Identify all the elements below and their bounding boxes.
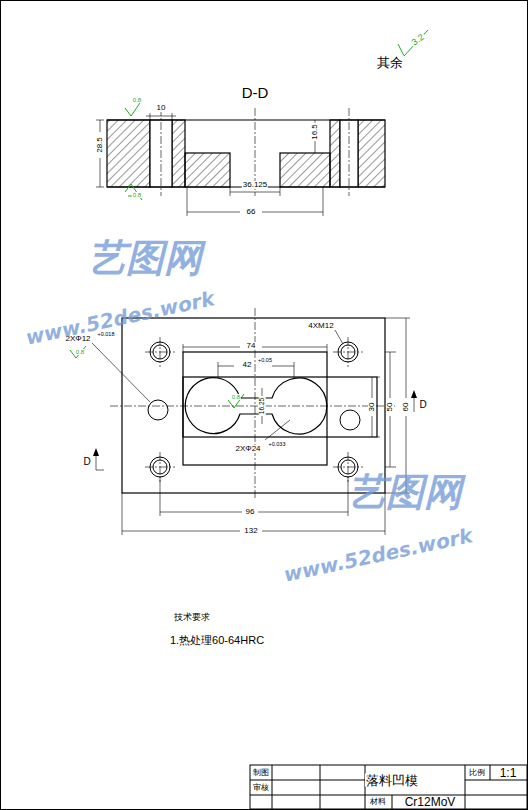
dimension: 36.125 [242,181,268,189]
roughness-value: 0.8 [132,192,142,198]
table-cell: 比例 [468,769,486,777]
dimension: 16.5 [311,123,319,141]
table-cell: 1:1 [499,767,518,779]
part-name: 落料凹模 [365,774,419,787]
material: Cr12MoV [404,796,457,808]
dimension: 50 [386,402,394,413]
section-mark: D [82,457,91,467]
dimension: 10 [156,104,167,112]
section-mark: D [418,400,427,410]
dimension: 74 [246,342,257,350]
dimension: 66 [246,208,257,216]
tolerance: +0.05 [257,358,273,364]
roughness-value: 0.8 [132,97,142,103]
hole-callout: 2XΦ24 [234,445,261,453]
watermark: 艺图网 [88,239,202,277]
watermark: www.52des.work [282,525,474,585]
thread-callout: 4XM12 [307,322,334,330]
dimension: 30 [368,402,376,413]
dimension: 28.5 [96,136,104,154]
dimension: 96 [245,508,256,516]
tolerance: +0.033 [268,442,287,448]
dimension: 42 [242,361,253,369]
note-text: 1.热处理60-64HRC [169,635,265,646]
watermark: 艺图网 [348,473,462,511]
table-cell: 材料 [369,798,387,806]
tolerance: +0.018 [97,332,116,338]
roughness-value: 0.8 [231,394,241,400]
table-cell: 审核 [252,784,270,792]
roughness-value: 0.8 [75,349,85,355]
note-heading: 技术要求 [173,613,211,622]
section-label: D-D [241,85,270,100]
dimension: 16.25 [259,397,266,415]
note-text: 其余 [376,56,404,69]
table-cell: 制图 [252,769,270,777]
dimension: 132 [243,527,258,535]
dimension: 60 [402,402,410,413]
